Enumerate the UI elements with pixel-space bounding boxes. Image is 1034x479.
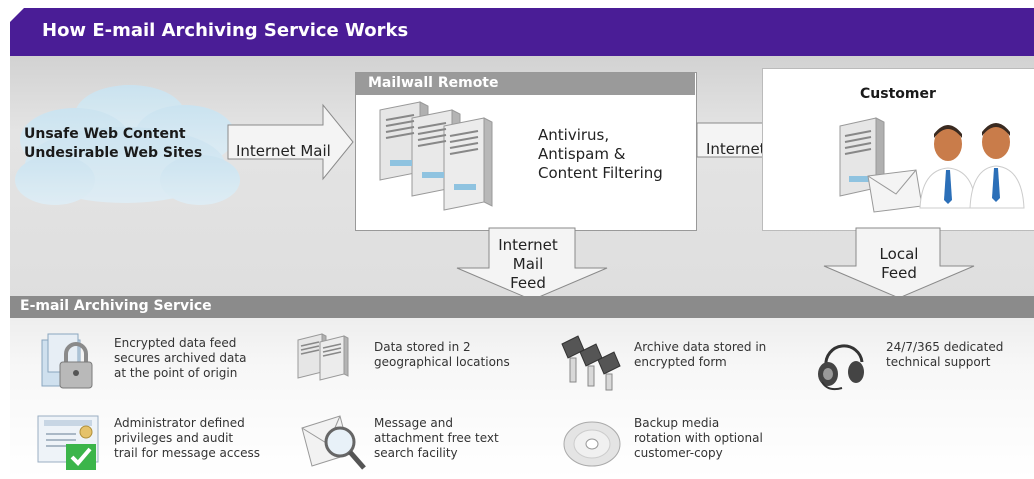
servers-small-icon bbox=[297, 333, 349, 381]
feature-search: Message and attachment free text search … bbox=[374, 416, 499, 460]
title-bar bbox=[10, 8, 1034, 56]
feature-backup-media: Backup media rotation with optional cust… bbox=[634, 416, 763, 460]
feature-geo-locations: Data stored in 2 geographical locations bbox=[374, 340, 510, 369]
feature-encrypted-feed: Encrypted data feed secures archived dat… bbox=[114, 336, 247, 380]
mailwall-header bbox=[356, 73, 695, 95]
feature-admin-privileges: Administrator defined privileges and aud… bbox=[114, 416, 260, 460]
tape-archive-icon bbox=[561, 335, 621, 391]
arrow1-label: Internet Mail bbox=[236, 142, 331, 160]
cloud-icon bbox=[15, 85, 240, 205]
archive-header-bar bbox=[10, 296, 1034, 318]
down1-line3: Feed bbox=[510, 274, 546, 292]
down1-line2: Mail bbox=[512, 255, 544, 273]
encrypted-lock-icon bbox=[41, 333, 93, 389]
filter-line3: Content Filtering bbox=[538, 164, 663, 182]
down2-line2: Feed bbox=[881, 264, 917, 282]
features-panel bbox=[10, 318, 1034, 479]
filter-line1: Antivirus, bbox=[538, 126, 610, 144]
archive-title: E-mail Archiving Service bbox=[20, 298, 212, 314]
customer-server-icon bbox=[839, 117, 885, 197]
internet-mail-arrow bbox=[227, 103, 354, 181]
certificate-checkmark-icon bbox=[37, 415, 99, 470]
servers-icon bbox=[379, 101, 493, 211]
mailwall-title: Mailwall Remote bbox=[368, 75, 499, 91]
unsafe-content-label: Unsafe Web Content bbox=[24, 126, 186, 142]
envelope-icon bbox=[867, 169, 923, 213]
feature-encrypted-storage: Archive data stored in encrypted form bbox=[634, 340, 767, 369]
local-feed-arrow bbox=[823, 227, 975, 299]
undesirable-sites-label: Undesirable Web Sites bbox=[24, 145, 203, 161]
customer-title: Customer bbox=[860, 86, 936, 102]
feature-support: 24/7/365 dedicated technical support bbox=[886, 340, 1004, 369]
headset-icon bbox=[818, 344, 864, 391]
down2-line1: Local bbox=[879, 245, 919, 263]
customer-people-icon bbox=[919, 123, 1025, 209]
page-title: How E-mail Archiving Service Works bbox=[42, 20, 409, 41]
filter-line2: Antispam & bbox=[538, 145, 626, 163]
envelope-magnifier-icon bbox=[301, 415, 366, 470]
cd-disc-icon bbox=[563, 421, 621, 467]
down1-line1: Internet bbox=[498, 236, 558, 254]
internet-mail-feed-arrow bbox=[456, 227, 608, 301]
